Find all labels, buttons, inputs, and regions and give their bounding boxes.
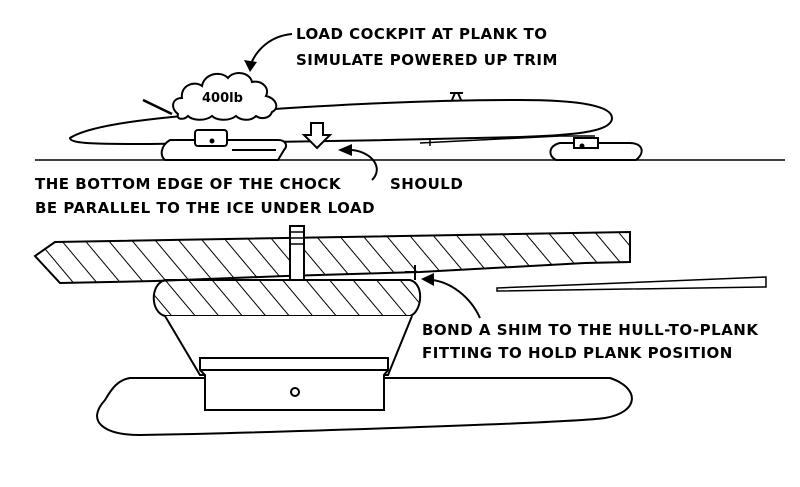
load-down-arrow	[301, 122, 333, 150]
shim	[496, 276, 767, 292]
chock-instruction-line2: BE PARALLEL TO THE ICE UNDER LOAD	[35, 199, 376, 217]
rear-fitting-bolt	[579, 143, 585, 149]
front-chock	[160, 139, 287, 161]
weight-pointer-arrow	[249, 33, 293, 67]
plank-side-line	[419, 135, 595, 144]
rear-fitting	[573, 137, 599, 149]
shim-pointer-arrow	[431, 279, 481, 319]
shim-pointer-arrowhead	[421, 273, 434, 286]
ice-boat-side-view: 400lb	[35, 33, 785, 181]
shim-instruction-line2: FITTING TO HOLD PLANK POSITION	[422, 344, 733, 362]
weight-pointer-arrowhead	[244, 60, 257, 72]
plank-section	[33, 230, 631, 285]
front-fitting-bolt	[209, 138, 215, 144]
cockpit-instruction-line2: SIMULATE POWERED UP TRIM	[296, 51, 558, 69]
chock-instruction-line1-tail: SHOULD	[390, 175, 464, 193]
chock-instruction-line1: THE BOTTOM EDGE OF THE CHOCK	[35, 175, 342, 193]
chock-pointer-arrowhead	[338, 144, 352, 156]
chock-pointer-arrow	[351, 149, 378, 181]
chock-detail-view	[33, 225, 767, 437]
runner-clamp	[199, 357, 389, 411]
mast-step	[450, 92, 463, 101]
threaded-bolt	[289, 225, 305, 281]
shim-instruction-line1: BOND A SHIM TO THE HULL-TO-PLANK	[422, 321, 759, 339]
weight-cloud	[172, 72, 278, 121]
clamp-bolt-hole	[290, 387, 300, 397]
tiller	[142, 98, 173, 116]
weight-label: 400lb	[202, 91, 243, 106]
front-fitting	[194, 129, 228, 147]
chock-block	[152, 279, 422, 317]
cockpit-instruction-line1: LOAD COCKPIT AT PLANK TO	[296, 25, 548, 43]
